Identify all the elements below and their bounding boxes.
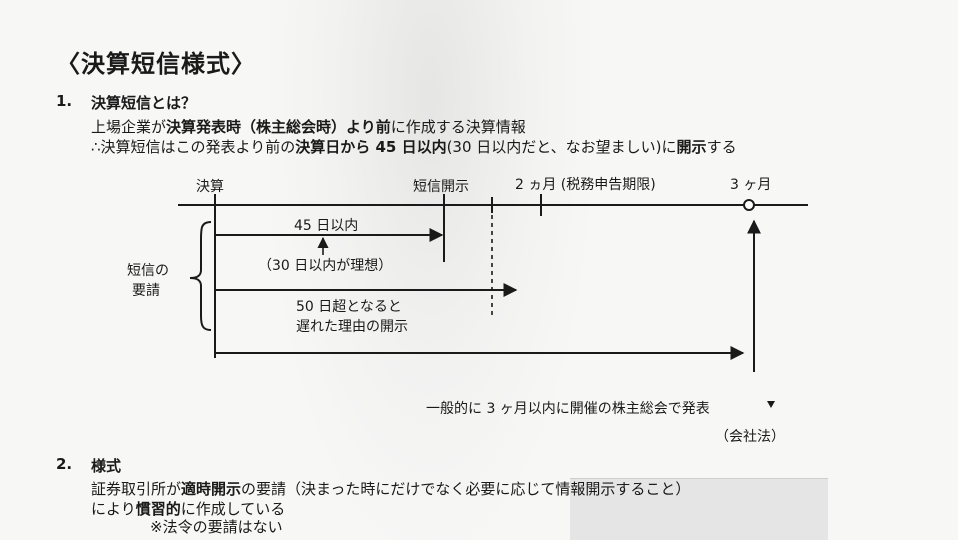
section1-line2-a: ∴決算短信はこの発表より前の (91, 138, 296, 156)
label-50days-line1: 50 日超となると (296, 299, 402, 315)
section1-line1-a: 上場企業が (91, 118, 167, 136)
section1-line2: ∴決算短信はこの発表より前の決算日から 45 日以内(30 日以内だと、なお望ま… (91, 136, 737, 157)
label-3months: 3 ヶ月 (730, 177, 772, 193)
section1-line1-b: 決算発表時（株主総会時）より前 (166, 118, 391, 136)
background-presenter (270, 0, 590, 539)
label-request-line2: 要請 (132, 283, 160, 299)
circle-3months (743, 199, 755, 211)
background-monitor (570, 478, 828, 540)
section2-line1-b: 適時開示 (181, 480, 242, 498)
label-30days: （30 日以内が理想） (258, 258, 393, 274)
section2-line2-b: 慣習的 (135, 500, 181, 518)
label-45days: 45 日以内 (294, 218, 359, 234)
section1-line2-c: (30 日以内だと、なお望ましい)に (446, 138, 677, 156)
label-tanshin: 短信開示 (413, 179, 469, 195)
section1-heading: 決算短信とは？ (91, 94, 197, 112)
section2-line1-a: 証券取引所が (91, 480, 182, 498)
label-2months: 2 ヵ月 (税務申告期限) (515, 177, 656, 193)
section1-line2-d: 開示 (676, 138, 707, 156)
section1-number: 1. (56, 92, 73, 110)
label-company-law: （会社法） (715, 429, 785, 445)
label-kessan: 決算 (196, 179, 224, 195)
page-title: 〈決算短信様式〉 (56, 50, 256, 78)
section1-line2-b: 決算日から 45 日以内 (295, 138, 447, 156)
label-request-line1: 短信の (127, 263, 169, 279)
request-brace (189, 221, 212, 331)
label-agm: 一般的に 3 ヶ月以内に開催の株主総会で発表 (426, 401, 710, 417)
section1-line2-e: する (706, 138, 737, 156)
section2-line1-c: の要請（決まった時にだけでなく必要に応じて情報開示すること） (241, 480, 691, 498)
section2-line1: 証券取引所が適時開示の要請（決まった時にだけでなく必要に応じて情報開示すること） (91, 478, 690, 499)
label-50days-line2: 遅れた理由の開示 (296, 319, 408, 335)
section2-line2-c: に作成している (180, 500, 286, 518)
section2-heading: 様式 (91, 457, 122, 475)
agm-triangle-marker (767, 401, 775, 408)
section2-line2-a: により (91, 500, 136, 518)
section1-line1-c: に作成する決算情報 (390, 118, 526, 136)
section2-line2: により慣習的に作成している (91, 498, 285, 519)
section2-number: 2. (56, 455, 73, 473)
section2-line3: ※法令の要請はない (150, 518, 283, 536)
section1-line1: 上場企業が決算発表時（株主総会時）より前に作成する決算情報 (91, 116, 526, 137)
